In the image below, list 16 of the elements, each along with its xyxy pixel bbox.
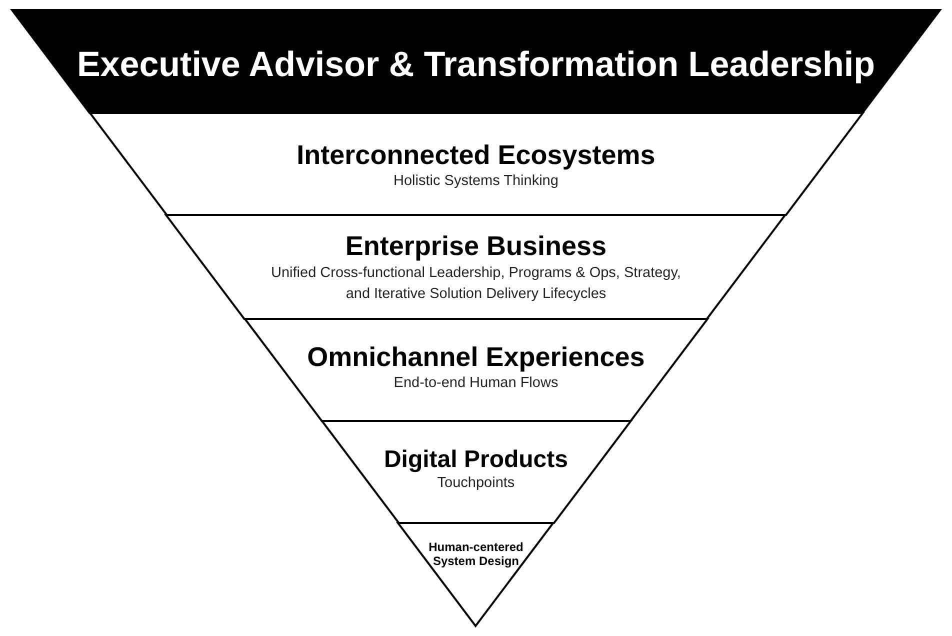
pyramid-tip-band [398,523,554,626]
band-title: Digital Products [384,446,568,474]
band-title: Omnichannel Experiences [307,342,645,374]
band-subtitle: Holistic Systems Thinking [394,172,558,192]
band-title: Human-centered System Design [428,541,524,569]
band-title: Interconnected Ecosystems [296,140,656,172]
band-subtitle: Unified Cross-functional Leadership, Programs & Ops, Strategy, and Iterative Solution Delivery Lifecycles [270,264,682,304]
pyramid-band [244,319,708,421]
pyramid-band [166,215,786,319]
pyramid-band [322,421,630,523]
band-title: Executive Advisor & Transformation Leadership [76,44,876,86]
pyramid-band [90,113,862,215]
pyramid-band [12,10,940,113]
band-title: Enterprise Business [345,231,607,262]
band-subtitle: Touchpoints [437,474,515,494]
band-subtitle: End-to-end Human Flows [394,374,558,394]
